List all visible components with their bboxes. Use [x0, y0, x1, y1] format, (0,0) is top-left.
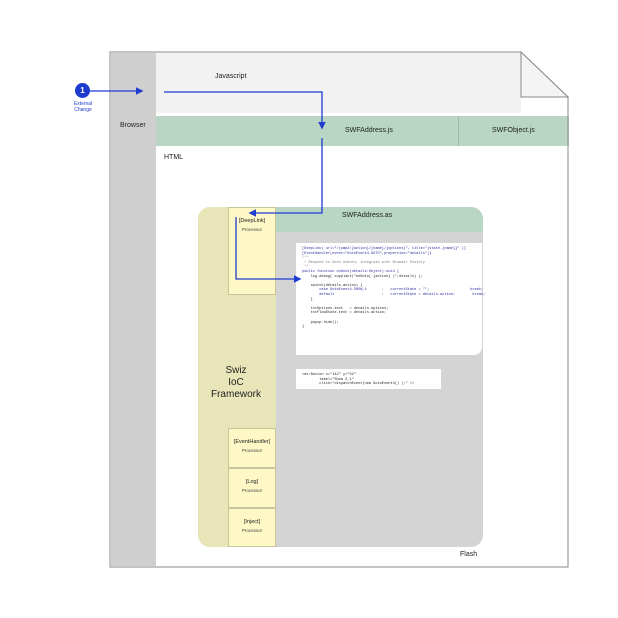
framework-line: Swiz — [225, 365, 247, 376]
code-line: default : currentState = details.action;… — [302, 292, 486, 297]
framework-line: Framework — [210, 389, 261, 400]
swfaddress-as-label: SWFAddress.as — [342, 212, 393, 219]
swfaddress-js-bar — [156, 116, 458, 146]
processor-sub: Processor — [241, 227, 263, 232]
browser-column — [111, 53, 156, 566]
processor-tag: [EventHandler] — [233, 439, 271, 445]
javascript-label: Javascript — [215, 73, 247, 80]
processor-tag: [Inject] — [243, 519, 261, 525]
processor-tag: [DeepLink] — [238, 218, 266, 224]
processor-sub: Processor — [241, 488, 263, 493]
inject-processor: [Inject] Processor — [228, 508, 276, 547]
processor-sub: Processor — [241, 448, 263, 453]
code-main-block: [DeepLink( url="/jump2/{action}/{name}/{… — [302, 247, 486, 330]
external-change-line: Change — [74, 107, 92, 113]
browser-label: Browser — [120, 122, 146, 129]
javascript-band — [156, 53, 521, 113]
code-line: click="dispatchEvent(new GotoEvent4() );… — [302, 382, 415, 387]
swfaddress-js-label: SWFAddress.js — [345, 127, 393, 134]
code-panel: [DeepLink( url="/jump2/{action}/{name}/{… — [296, 243, 486, 355]
log-processor: [Log] Processor — [228, 468, 276, 508]
code-line: } — [302, 325, 305, 330]
swiz-framework-label: Swiz IoC Framework — [200, 365, 272, 401]
processor-sub: Processor — [241, 528, 263, 533]
framework-line: IoC — [228, 377, 244, 388]
html-label: HTML — [164, 154, 184, 161]
swfaddress-as-header — [276, 207, 483, 232]
eventhandler-processor: [EventHandler] Processor — [228, 428, 276, 468]
swfobject-js-label: SWFObject.js — [492, 127, 535, 134]
processor-tag: [Log] — [245, 479, 259, 485]
flash-label: Flash — [460, 551, 478, 558]
code-snippet-block: <mx:Button x="142" y="52" label="Show 2_… — [302, 373, 441, 387]
code-line: [DeepLink( url="/jump2/{action}/{name}/{… — [302, 247, 466, 251]
external-change-line: External — [73, 101, 93, 107]
deeplink-processor: [DeepLink] Processor — [228, 207, 276, 295]
external-change-label: External Change — [64, 101, 102, 113]
code-snippet-panel: <mx:Button x="142" y="52" label="Show 2_… — [296, 369, 441, 389]
external-change-marker: 1 — [75, 83, 90, 98]
